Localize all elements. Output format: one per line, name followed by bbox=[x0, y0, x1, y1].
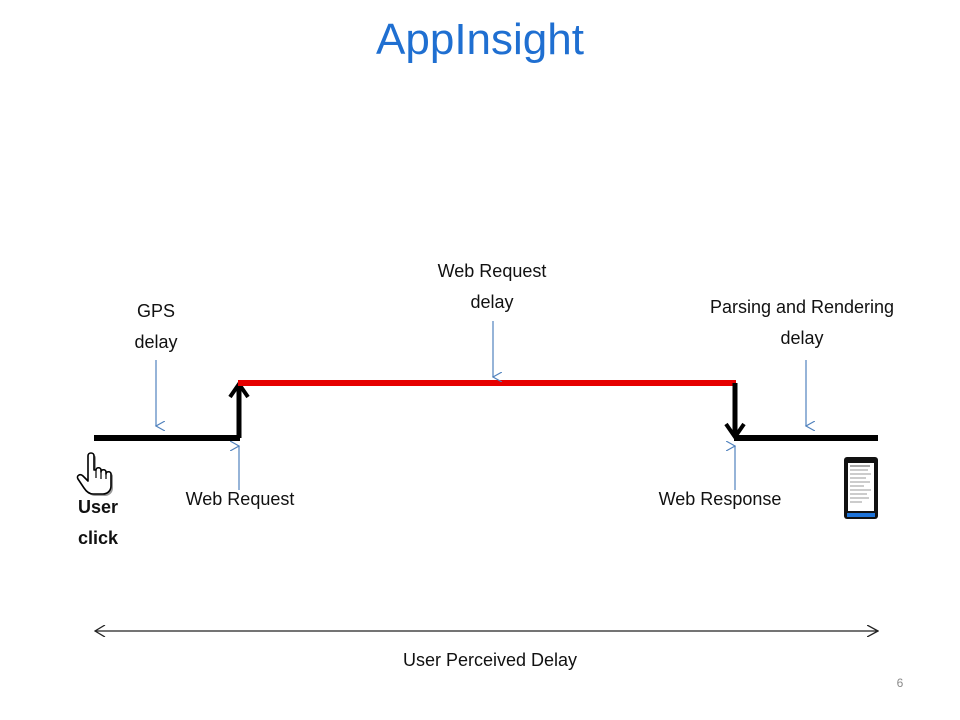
web-request-delay-line-1: Web Request bbox=[437, 261, 547, 281]
user-perceived-delay-label: User Perceived Delay bbox=[402, 650, 578, 670]
slide-title: AppInsight bbox=[376, 15, 584, 64]
gps-delay-line-1: GPS bbox=[136, 301, 175, 321]
user-click-label: User click bbox=[48, 492, 148, 554]
web-response-label: Web Response bbox=[658, 489, 782, 509]
parsing-rendering-delay-line-1: Parsing and Rendering bbox=[709, 297, 895, 317]
web-request-delay-label: Web Request delay bbox=[412, 256, 572, 318]
parsing-rendering-delay-line-2: delay bbox=[780, 328, 824, 348]
gps-delay-line-2: delay bbox=[134, 332, 178, 352]
gps-delay-label: GPS delay bbox=[96, 296, 216, 358]
user-click-line-1: User bbox=[77, 497, 119, 517]
smartphone-icon bbox=[844, 457, 878, 519]
user-click-line-2: click bbox=[77, 528, 119, 548]
web-request-delay-line-2: delay bbox=[470, 292, 514, 312]
parsing-rendering-delay-label: Parsing and Rendering delay bbox=[682, 292, 922, 354]
page-number: 6 bbox=[896, 676, 904, 690]
web-request-label: Web Request bbox=[185, 489, 295, 509]
pointing-hand-icon bbox=[76, 452, 113, 496]
